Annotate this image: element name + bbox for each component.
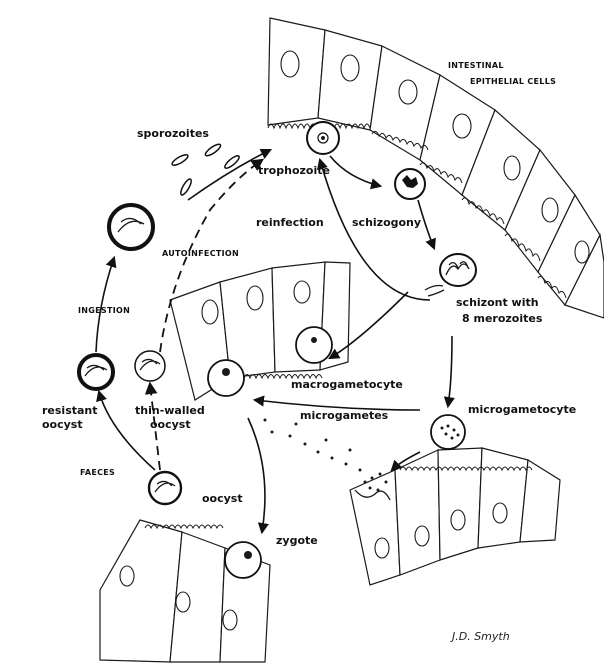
label-intestinal: INTESTINAL	[448, 61, 504, 70]
oocyst-cell	[147, 470, 183, 506]
label-schizont: schizont with	[456, 296, 539, 309]
author-credit: J.D. Smyth	[450, 630, 510, 643]
label-schizogony: schizogony	[352, 216, 421, 229]
lower-right-epithelium	[349, 414, 561, 586]
label-sporozoites: sporozoites	[137, 127, 209, 140]
zygote-cell	[224, 541, 262, 579]
label-reinfection: reinfection	[256, 216, 324, 229]
label-zygote: zygote	[276, 534, 318, 547]
cycle-arrows	[95, 148, 455, 535]
diagram-labels: INTESTINAL EPITHELIAL CELLS sporozoites …	[42, 61, 576, 643]
label-epithelial-cells: EPITHELIAL CELLS	[470, 77, 556, 86]
thin-walled-oocyst-cyst	[134, 350, 166, 382]
macrogametocyte-cell	[207, 359, 245, 397]
label-oocyst: oocyst	[202, 492, 243, 505]
label-autoinfection: AUTOINFECTION	[162, 249, 239, 258]
middle-epithelium	[169, 261, 351, 401]
sporozoites	[171, 143, 240, 196]
ingested-oocyst	[107, 203, 155, 251]
label-ingestion: INGESTION	[78, 306, 130, 315]
label-trophozoite: trophozoite	[258, 164, 330, 177]
resistant-oocyst-cyst	[77, 353, 115, 391]
label-faeces: FAECES	[80, 468, 115, 477]
label-thin-walled-oocyst: oocyst	[150, 418, 191, 431]
label-merozoites: 8 merozoites	[462, 312, 543, 325]
microgamete-dots	[263, 418, 362, 472]
label-resistant-oocyst: oocyst	[42, 418, 83, 431]
label-microgametocyte: microgametocyte	[468, 403, 576, 416]
label-microgametes: microgametes	[300, 409, 389, 422]
label-macrogametocyte: macrogametocyte	[291, 378, 403, 391]
bottom-left-epithelium	[99, 470, 271, 663]
label-thin-walled: thin-walled	[135, 404, 205, 417]
label-resistant: resistant	[42, 404, 98, 417]
upper-epithelium	[267, 17, 604, 319]
microgametocyte-cell	[430, 414, 466, 450]
